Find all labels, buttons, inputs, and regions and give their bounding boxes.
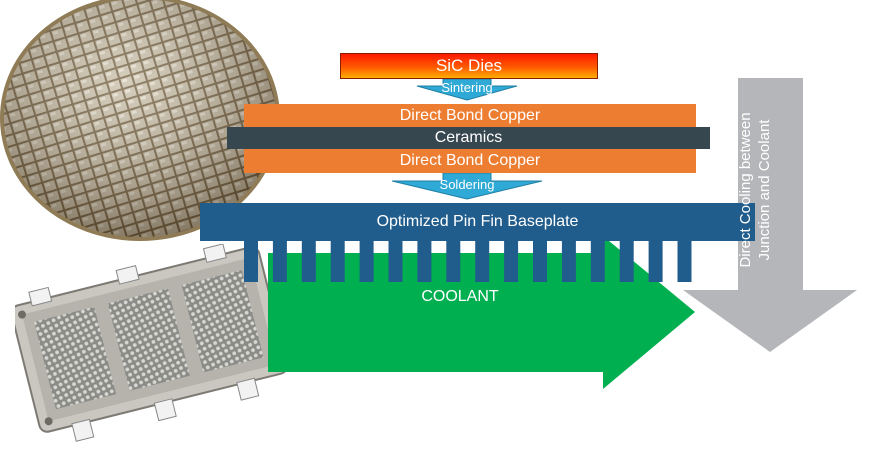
coolant-arrow <box>268 236 695 389</box>
dbc-top-layer: Direct Bond Copper <box>244 104 696 127</box>
soldering-arrow <box>391 172 543 200</box>
pin-fin <box>417 240 432 282</box>
dbc-bottom-label: Direct Bond Copper <box>399 152 541 169</box>
pin-fin <box>244 240 258 282</box>
power-module-image <box>15 244 289 442</box>
pin-fin <box>677 240 692 282</box>
ceramics-layer: Ceramics <box>227 127 710 149</box>
pin-fin <box>359 240 374 282</box>
baseplate-layer: Optimized Pin Fin Baseplate <box>200 203 755 241</box>
baseplate-label: Optimized Pin Fin Baseplate <box>376 213 579 230</box>
pin-fin <box>619 240 634 282</box>
dbc-bottom-layer: Direct Bond Copper <box>244 149 696 173</box>
pin-fin <box>504 240 519 282</box>
pin-fin <box>561 240 576 282</box>
dbc-top-label: Direct Bond Copper <box>399 106 541 124</box>
baseplate-pins <box>244 240 692 282</box>
pin-fin <box>272 240 287 282</box>
sic-dies-layer: SiC Dies <box>340 53 598 79</box>
sintering-label: Sintering <box>441 80 493 95</box>
pin-fin <box>533 240 547 282</box>
pin-fin <box>475 240 490 282</box>
coolant-label: COOLANT <box>421 288 499 305</box>
sic-dies-label: SiC Dies <box>435 56 503 75</box>
pin-fin <box>388 240 403 282</box>
ceramics-label: Ceramics <box>434 129 503 146</box>
pin-fin <box>590 240 605 282</box>
soldering-label: Soldering <box>439 177 495 192</box>
pin-fin <box>301 240 316 282</box>
direct-cooling-label: Direct Cooling between Junction and Cool… <box>737 112 773 268</box>
pin-fin <box>446 240 461 282</box>
direct-cooling-arrow <box>683 78 857 352</box>
pin-fin <box>330 240 345 282</box>
sic-wafer-image <box>0 0 280 241</box>
sintering-arrow <box>416 78 518 101</box>
pin-fin <box>648 240 663 282</box>
